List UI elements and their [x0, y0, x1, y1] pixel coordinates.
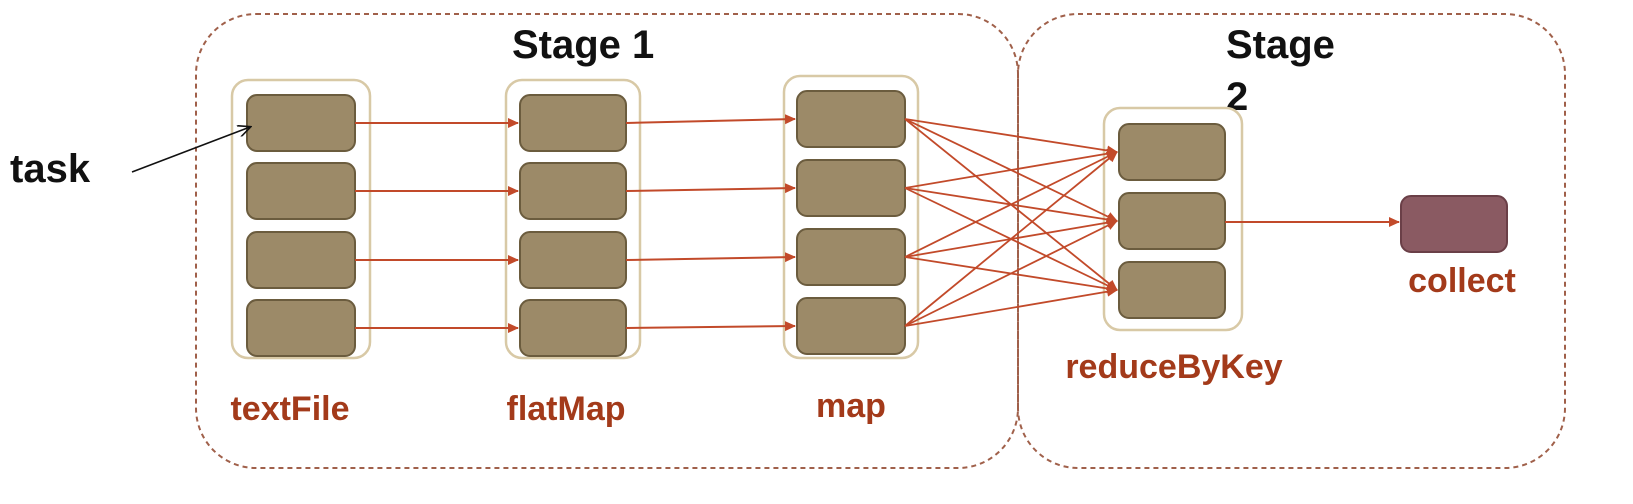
op-label-textfile: textFile — [230, 390, 349, 428]
shuffle-arrow — [904, 286, 1118, 327]
edge-arrow — [625, 114, 796, 125]
task-callout-arrow — [131, 127, 250, 173]
map-task — [796, 90, 906, 148]
reducebykey-task — [1118, 261, 1226, 319]
op-label-reducebykey: reduceByKey — [1065, 348, 1282, 386]
map-task — [796, 159, 906, 217]
flatmap-task — [519, 94, 627, 152]
textfile-task — [246, 299, 356, 357]
collect-task — [1400, 195, 1508, 253]
stage-2-boundary — [1017, 13, 1566, 469]
stage-1-title: Stage 1 — [512, 23, 654, 67]
textfile-task — [246, 231, 356, 289]
shuffle-arrow — [904, 118, 1118, 156]
edges-map-to-reducebykey-shuffle — [904, 118, 1118, 327]
stage-2-title-line1: Stage — [1226, 23, 1335, 67]
edges-flatmap-to-map — [625, 114, 796, 332]
flatmap-task — [519, 231, 627, 289]
op-label-collect: collect — [1408, 262, 1516, 300]
flatmap-task — [519, 162, 627, 220]
op-label-map: map — [816, 387, 886, 425]
map-task — [796, 297, 906, 355]
edge-arrow — [625, 183, 796, 194]
edge-arrow — [625, 252, 796, 263]
task-callout-label: task — [10, 147, 91, 191]
edge-arrow — [625, 321, 796, 332]
op-label-flatmap: flatMap — [507, 390, 626, 428]
shuffle-arrow — [904, 148, 1118, 189]
edges-textfile-to-flatmap — [355, 118, 519, 333]
shuffle-arrow — [904, 220, 1118, 327]
flatmap-task — [519, 299, 627, 357]
textfile-task — [246, 94, 356, 152]
stage-1-boundary — [195, 13, 1019, 469]
reducebykey-task — [1118, 123, 1226, 181]
map-task — [796, 228, 906, 286]
textfile-task — [246, 162, 356, 220]
shuffle-arrow — [904, 151, 1118, 258]
shuffle-arrow — [904, 151, 1118, 327]
reducebykey-task — [1118, 192, 1226, 250]
